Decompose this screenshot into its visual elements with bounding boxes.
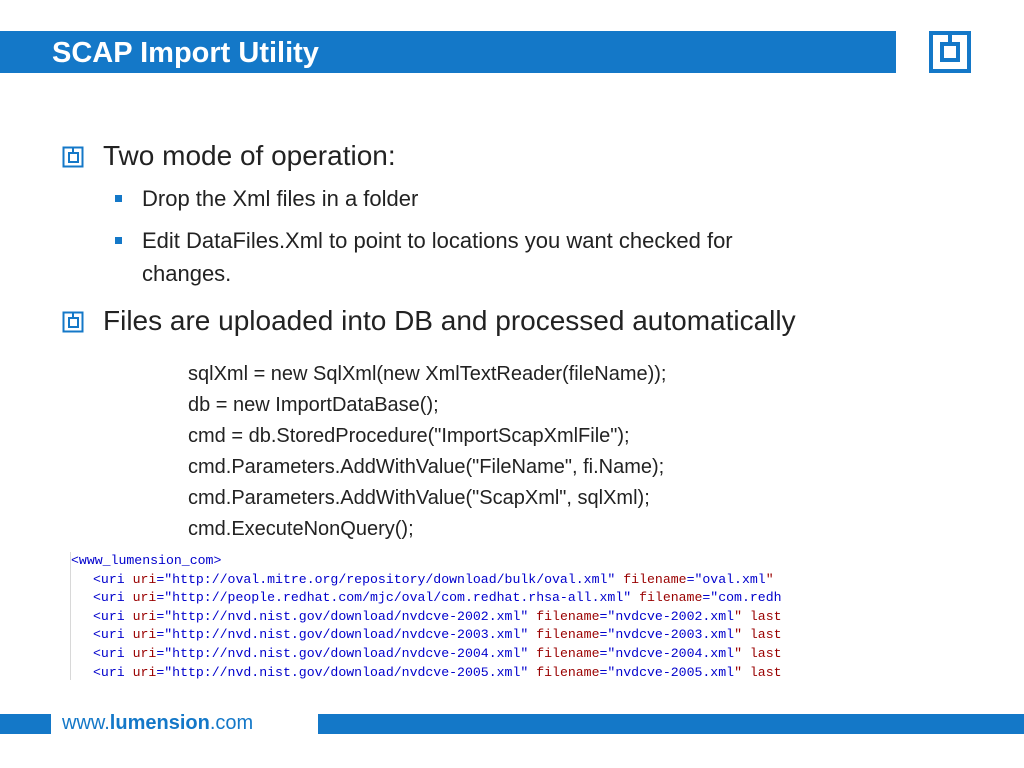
xml-filename-value: oval.xml <box>702 571 766 587</box>
xml-punct: =" <box>156 664 173 680</box>
xml-attr-name: filename <box>536 664 600 680</box>
xml-punct: =" <box>156 645 173 661</box>
xml-punct: " <box>623 590 640 606</box>
xml-row: <uri uri="http://oval.mitre.org/reposito… <box>71 571 923 590</box>
xml-attr-name: filename <box>536 608 600 624</box>
sub-bullet-drop-files: Drop the Xml files in a folder <box>115 182 418 215</box>
xml-uri-value: http://nvd.nist.gov/download/nvdcve-2004… <box>172 645 521 661</box>
xml-tail: " last <box>734 608 782 624</box>
xml-punct: =" <box>156 590 173 606</box>
code-line: cmd.Parameters.AddWithValue("ScapXml", s… <box>188 487 650 509</box>
sub-bullet-text-line2: changes. <box>142 261 232 286</box>
xml-punct: =" <box>599 627 616 643</box>
xml-attr-name: filename <box>639 590 703 606</box>
xml-attr-name: uri <box>132 664 157 680</box>
xml-uri-value: http://oval.mitre.org/repository/downloa… <box>172 571 608 587</box>
xml-punct: =" <box>156 627 173 643</box>
xml-punct: =" <box>156 608 173 624</box>
code-line: cmd = db.StoredProcedure("ImportScapXmlF… <box>188 425 630 447</box>
bullet-text: Two mode of operation: <box>103 140 396 171</box>
lumension-logo-icon <box>929 31 971 73</box>
square-bullet-icon <box>62 146 84 168</box>
square-bullet-icon <box>62 311 84 333</box>
xml-uri-value: http://nvd.nist.gov/download/nvdcve-2005… <box>172 664 521 680</box>
xml-punct: =" <box>599 608 616 624</box>
xml-punct: " <box>520 664 537 680</box>
xml-attr-name: uri <box>132 571 157 587</box>
xml-punct: =" <box>702 590 719 606</box>
xml-punct: =" <box>156 571 173 587</box>
slide-title: SCAP Import Utility <box>52 37 319 69</box>
xml-punct: " <box>520 645 537 661</box>
square-bullet-icon <box>115 195 122 202</box>
xml-uri-value: http://people.redhat.com/mjc/oval/com.re… <box>172 590 624 606</box>
xml-filename-value: com.redh <box>718 590 782 606</box>
xml-punct: =" <box>599 645 616 661</box>
bullet-files-uploaded: Files are uploaded into DB and processed… <box>62 303 796 339</box>
sub-bullet-text-line1: Edit DataFiles.Xml to point to locations… <box>142 228 733 253</box>
code-line: db = new ImportDataBase(); <box>188 394 439 416</box>
xml-attr-name: uri <box>132 645 157 661</box>
xml-row: <uri uri="http://nvd.nist.gov/download/n… <box>71 645 923 664</box>
footer-bar-right <box>318 714 1024 734</box>
code-line: cmd.ExecuteNonQuery(); <box>188 518 414 540</box>
xml-attr-name: filename <box>536 645 600 661</box>
xml-attr-name: uri <box>132 608 157 624</box>
sub-bullet-text: Drop the Xml files in a folder <box>142 186 419 211</box>
xml-tag: <uri <box>93 664 133 680</box>
xml-row: <uri uri="http://nvd.nist.gov/download/n… <box>71 626 923 645</box>
square-bullet-icon <box>115 237 122 244</box>
xml-tag: <uri <box>93 590 133 606</box>
footer-url-suffix: .com <box>209 712 254 734</box>
xml-tag: <uri <box>93 645 133 661</box>
xml-filename-value: nvdcve-2004.xml <box>615 645 735 661</box>
xml-punct: " <box>520 627 537 643</box>
xml-filename-value: nvdcve-2003.xml <box>615 627 735 643</box>
xml-punct: " <box>607 571 624 587</box>
footer-bar-left <box>0 714 51 734</box>
xml-row: <uri uri="http://nvd.nist.gov/download/n… <box>71 608 923 627</box>
xml-row: <uri uri="http://people.redhat.com/mjc/o… <box>71 589 923 608</box>
xml-punct: =" <box>599 664 616 680</box>
xml-tail: " last <box>734 645 782 661</box>
xml-filename-value: nvdcve-2005.xml <box>615 664 735 680</box>
footer-url-prefix: www. <box>62 712 110 734</box>
xml-root-tag: <www_lumension_com> <box>71 553 222 568</box>
code-line: sqlXml = new SqlXml(new XmlTextReader(fi… <box>188 363 667 385</box>
footer-url-brand: lumension <box>109 712 210 734</box>
xml-tail: " <box>765 571 774 587</box>
code-line: cmd.Parameters.AddWithValue("FileName", … <box>188 456 665 478</box>
xml-tail: " last <box>734 627 782 643</box>
xml-tag: <uri <box>93 608 133 624</box>
bullet-text: Files are uploaded into DB and processed… <box>103 305 796 336</box>
xml-row: <uri uri="http://nvd.nist.gov/download/n… <box>71 664 923 680</box>
xml-attr-name: filename <box>536 627 600 643</box>
xml-tag: <uri <box>93 571 133 587</box>
xml-uri-value: http://nvd.nist.gov/download/nvdcve-2003… <box>172 627 521 643</box>
bullet-two-modes: Two mode of operation: <box>62 138 396 174</box>
xml-filename-value: nvdcve-2002.xml <box>615 608 735 624</box>
xml-attr-name: filename <box>623 571 687 587</box>
title-bar <box>0 31 896 73</box>
xml-tail: " last <box>734 664 782 680</box>
xml-attr-name: uri <box>132 627 157 643</box>
sub-bullet-edit-datafiles: Edit DataFiles.Xml to point to locations… <box>115 224 733 290</box>
xml-punct: =" <box>686 571 703 587</box>
xml-screenshot: <www_lumension_com> <uri uri="http://ova… <box>70 552 923 680</box>
xml-tag: <uri <box>93 627 133 643</box>
code-snippet: sqlXml = new SqlXml(new XmlTextReader(fi… <box>188 359 666 545</box>
xml-punct: " <box>520 608 537 624</box>
xml-uri-value: http://nvd.nist.gov/download/nvdcve-2002… <box>172 608 521 624</box>
xml-attr-name: uri <box>132 590 157 606</box>
footer-url: www.lumension.com <box>62 711 253 735</box>
